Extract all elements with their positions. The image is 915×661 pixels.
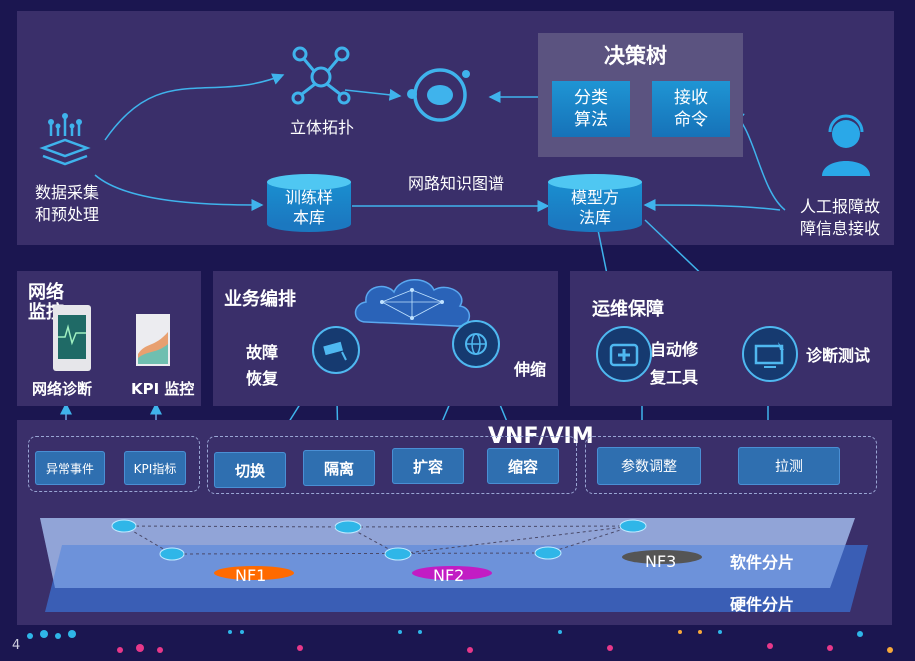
node-2	[334, 520, 362, 534]
node-5	[384, 547, 412, 561]
shrink-button[interactable]: 缩容	[487, 448, 559, 484]
manual-report-label: 人工报障故 障信息接收	[800, 197, 881, 238]
node-6	[534, 546, 562, 560]
globe-window-icon	[465, 333, 487, 355]
orchestration-title: 业务编排	[224, 289, 296, 310]
knowledge-graph-label: 网路知识图谱	[408, 174, 505, 193]
data-collect-label: 数据采集 和预处理	[35, 183, 100, 224]
diag-test-label: 诊断测试	[806, 346, 871, 365]
nf2-label: NF2	[433, 566, 465, 585]
orchestration-group-box	[207, 436, 577, 494]
operator-person-icon	[822, 114, 870, 176]
model-method-db: 模型方 法库	[548, 174, 642, 232]
expand-button[interactable]: 扩容	[392, 448, 464, 484]
hardware-slice-label: 硬件分片	[730, 595, 795, 614]
software-slice-label: 软件分片	[730, 553, 795, 572]
network-diagnosis-label: 网络诊断	[32, 380, 93, 398]
surveillance-camera-icon	[323, 341, 347, 361]
model-method-db-label: 模型方 法库	[570, 188, 619, 227]
medical-kit-icon	[609, 343, 639, 367]
ops-group-box	[585, 436, 877, 494]
kpi-monitor-label: KPI 监控	[131, 380, 195, 398]
nf3-shape	[622, 550, 702, 564]
cloud-network-icon	[354, 279, 470, 327]
server-stack-icon	[39, 113, 91, 166]
node-3	[619, 519, 647, 533]
abnormal-event-button[interactable]: 异常事件	[35, 451, 105, 485]
receive-command-tile: 接收 命令	[652, 81, 730, 137]
scaling-label: 伸缩	[514, 360, 547, 379]
switch-button[interactable]: 切换	[214, 452, 286, 488]
node-4	[159, 547, 185, 561]
dial-test-button[interactable]: 拉测	[738, 447, 840, 485]
repair-circle	[596, 326, 652, 382]
nf1-label: NF1	[235, 566, 267, 585]
decorative-dots	[27, 630, 893, 653]
classify-algorithm-tile: 分类 算法	[552, 81, 630, 137]
node-1	[111, 519, 137, 533]
decision-tree-title: 决策树	[604, 44, 667, 68]
nf3-label: NF3	[645, 552, 677, 571]
device-monitor-icon	[53, 305, 91, 371]
training-sample-db: 训练样 本库	[267, 174, 351, 232]
test-circle	[742, 326, 798, 382]
auto-repair-label: 自动修 复工具	[650, 340, 699, 387]
monitor-group-box	[28, 436, 200, 492]
topology-icon	[291, 46, 351, 105]
kpi-chart-icon	[136, 314, 170, 366]
fault-recovery-label: 故障 恢复	[246, 343, 279, 388]
camera-circle	[312, 326, 360, 374]
page-number: 4	[12, 638, 21, 653]
nf2-shape	[412, 566, 492, 580]
nf1-shape	[214, 566, 294, 580]
topology-label: 立体拓扑	[290, 118, 355, 137]
ops-title: 运维保障	[592, 299, 664, 320]
isolate-button[interactable]: 隔离	[303, 450, 375, 486]
kpi-indicator-button[interactable]: KPI指标	[124, 451, 186, 485]
network-monitor-panel	[17, 271, 201, 406]
web-circle	[452, 320, 500, 368]
param-adjust-button[interactable]: 参数调整	[597, 447, 701, 485]
training-sample-db-label: 训练样 本库	[284, 188, 333, 227]
monitor-test-icon	[754, 342, 784, 368]
knowledge-graph-icon	[407, 68, 470, 122]
